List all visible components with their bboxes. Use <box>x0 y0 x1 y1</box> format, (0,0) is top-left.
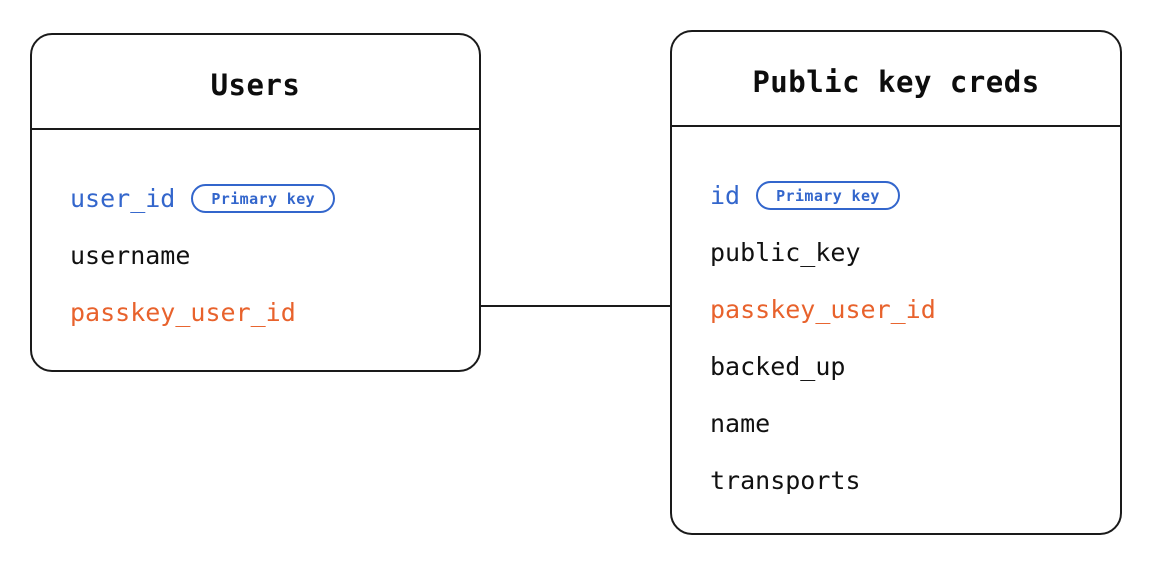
field-name-transports: transports <box>710 466 861 495</box>
entity-public-key-creds[interactable]: Public key creds id Primary key public_k… <box>670 30 1122 535</box>
field-row[interactable]: passkey_user_id <box>672 281 1120 338</box>
relation-line-users-to-public-key-creds[interactable] <box>481 305 671 307</box>
entity-users-header-divider <box>32 128 479 130</box>
field-row[interactable]: backed_up <box>672 338 1120 395</box>
field-row[interactable]: transports <box>672 452 1120 509</box>
primary-key-badge: Primary key <box>191 184 336 213</box>
entity-public-key-creds-title: Public key creds <box>752 65 1040 99</box>
field-row[interactable]: name <box>672 395 1120 452</box>
entity-users-title: Users <box>210 68 301 102</box>
entity-public-key-creds-field-list: id Primary key public_key passkey_user_i… <box>672 167 1120 509</box>
field-name-public-key: public_key <box>710 238 861 267</box>
field-name-backed-up: backed_up <box>710 352 846 381</box>
field-name-name: name <box>710 409 771 438</box>
field-name-user-id: user_id <box>70 184 176 213</box>
entity-public-key-creds-header-divider <box>672 125 1120 127</box>
field-row[interactable]: public_key <box>672 224 1120 281</box>
entity-users-field-list: user_id Primary key username passkey_use… <box>32 170 479 341</box>
field-name-passkey-user-id: passkey_user_id <box>70 298 296 327</box>
field-row[interactable]: passkey_user_id <box>32 284 479 341</box>
field-name-passkey-user-id: passkey_user_id <box>710 295 936 324</box>
field-row[interactable]: username <box>32 227 479 284</box>
primary-key-badge: Primary key <box>756 181 900 210</box>
field-name-id: id <box>710 181 741 210</box>
field-name-username: username <box>70 241 191 270</box>
entity-users[interactable]: Users user_id Primary key username passk… <box>30 33 481 372</box>
field-row[interactable]: id Primary key <box>672 167 1120 224</box>
field-row[interactable]: user_id Primary key <box>32 170 479 227</box>
